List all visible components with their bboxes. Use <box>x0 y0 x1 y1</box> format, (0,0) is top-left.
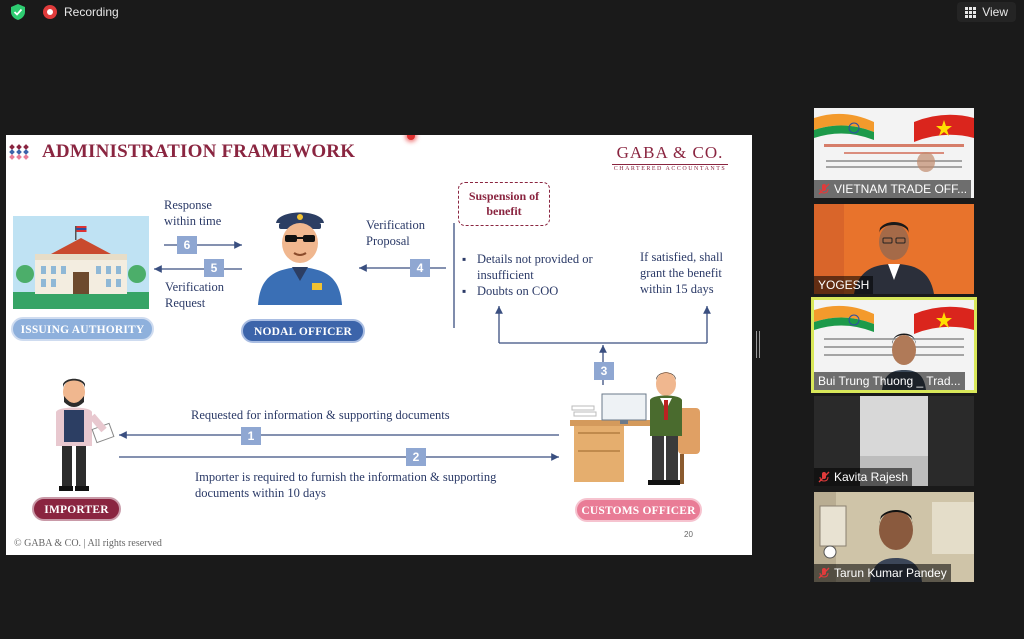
participant-name: Tarun Kumar Pandey <box>814 564 951 582</box>
participant-tile[interactable]: YOGESH <box>814 204 974 294</box>
step2-badge: 2 <box>406 448 426 466</box>
importer-illustration <box>56 378 115 491</box>
participant-name: VIETNAM TRADE OFF... <box>814 180 972 198</box>
step1-label: Requested for information & supporting d… <box>191 408 450 422</box>
slide-logo-dots-icon <box>9 144 29 160</box>
slide-title: ADMINISTRATION FRAMEWORK <box>42 141 356 162</box>
panel-splitter-handle[interactable] <box>756 331 760 358</box>
participant-tile-active-speaker[interactable]: Bui Trung Thuong _ Trad... <box>811 297 977 393</box>
record-icon <box>43 5 57 19</box>
step6-label: Response within time <box>164 198 222 228</box>
participant-name: YOGESH <box>814 276 874 294</box>
participant-name: Kavita Rajesh <box>814 468 913 486</box>
government-building-illustration <box>13 216 149 309</box>
participant-name: Bui Trung Thuong _ Trad... <box>814 372 965 390</box>
step5-label: Verification Request <box>165 280 225 310</box>
issuing-authority-label: ISSUING AUTHORITY <box>11 317 154 341</box>
step1-badge: 1 <box>241 427 261 445</box>
mic-muted-icon <box>818 567 830 579</box>
participant-tile[interactable]: Tarun Kumar Pandey <box>814 492 974 582</box>
participant-video <box>814 396 974 486</box>
step5-badge: 5 <box>204 259 224 277</box>
suspension-reasons-list: Details not provided or insufficient Dou… <box>462 251 602 299</box>
list-item: Details not provided or insufficient <box>462 251 602 283</box>
nodal-officer-illustration <box>258 212 342 305</box>
flow-arrows <box>119 223 711 461</box>
suspension-of-benefit-box: Suspension of benefit <box>458 182 550 226</box>
brand-subtitle: CHARTERED ACCOUNTANTS <box>613 166 727 172</box>
view-label: View <box>982 5 1008 19</box>
mic-muted-icon <box>818 471 830 483</box>
participant-tile[interactable]: VIETNAM TRADE OFF... <box>814 108 974 198</box>
laser-pointer <box>407 135 415 140</box>
recording-indicator[interactable]: Recording <box>43 3 119 21</box>
nodal-officer-label: NODAL OFFICER <box>241 319 365 343</box>
shield-icon[interactable] <box>9 3 27 21</box>
customs-officer-label: CUSTOMS OFFICER <box>575 498 702 522</box>
satisfied-text: If satisfied, shall grant the benefit wi… <box>640 250 723 296</box>
importer-label: IMPORTER <box>32 497 121 521</box>
recording-label: Recording <box>64 5 119 19</box>
step6-badge: 6 <box>177 236 197 254</box>
customs-officer-illustration <box>570 372 700 485</box>
step4-badge: 4 <box>410 259 430 277</box>
brand-logo: GABA & CO. CHARTERED ACCOUNTANTS <box>610 143 730 172</box>
list-item: Doubts on COO <box>462 283 602 299</box>
step2-label: Importer is required to furnish the info… <box>195 470 497 500</box>
brand-name: GABA & CO. <box>616 143 724 162</box>
slide-page-number: 20 <box>684 530 693 539</box>
step3-badge: 3 <box>594 362 614 380</box>
participant-tile[interactable]: Kavita Rajesh <box>814 396 974 486</box>
participant-video <box>814 204 974 294</box>
mic-muted-icon <box>818 183 830 195</box>
step4-label: Verification Proposal <box>366 218 426 248</box>
slide-copyright: © GABA & CO. | All rights reserved <box>14 538 162 549</box>
view-button[interactable]: View <box>957 2 1016 22</box>
grid-view-icon <box>965 6 977 18</box>
shared-slide: ADMINISTRATION FRAMEWORK GABA & CO. CHAR… <box>6 135 752 555</box>
